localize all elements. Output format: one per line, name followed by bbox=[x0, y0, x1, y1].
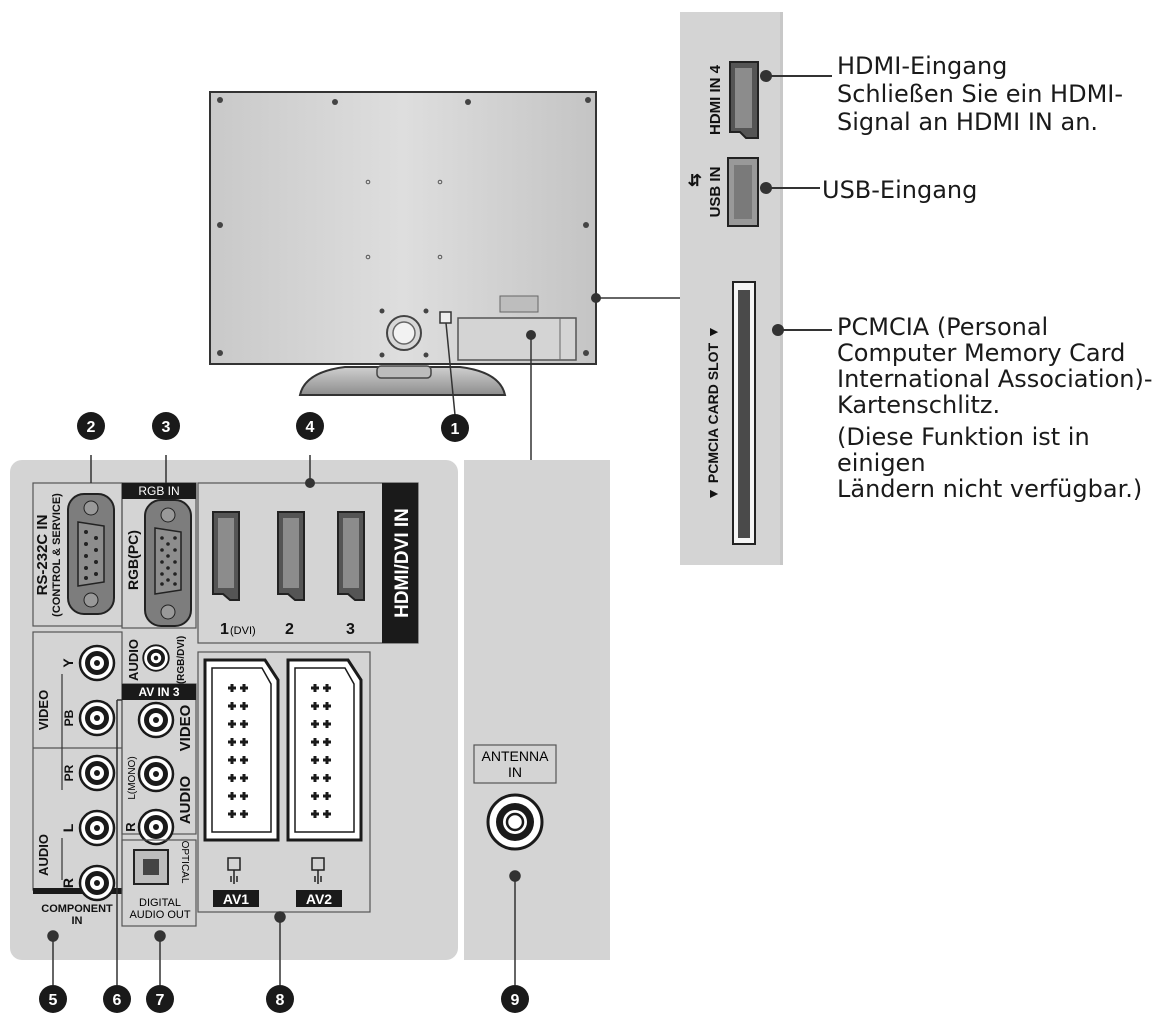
audio-label: AUDIO bbox=[36, 834, 51, 876]
usb-callout-title: USB-Eingang bbox=[822, 176, 978, 204]
badge-3: 3 bbox=[152, 412, 180, 440]
pcmcia-callout: PCMCIA (Personal Computer Memory Card In… bbox=[837, 314, 1162, 502]
pb-label: PB bbox=[62, 709, 76, 726]
av2-label: AV2 bbox=[306, 891, 332, 907]
badge-9: 9 bbox=[501, 985, 529, 1013]
component-pr-jack bbox=[78, 754, 116, 792]
rear-panel: RS-232C IN (CONTROL & SERVICE) RGB IN RG… bbox=[10, 455, 610, 960]
pcmcia-callout-line-2: Computer Memory Card bbox=[837, 339, 1126, 367]
av3-audio-l-jack bbox=[137, 755, 175, 793]
usb-in-label: USB IN bbox=[707, 167, 724, 218]
hdmi-in-4-label: HDMI IN 4 bbox=[707, 64, 724, 135]
component-pb-jack bbox=[78, 699, 116, 737]
hdmi-2-label: 2 bbox=[285, 621, 294, 638]
scart-av2-port bbox=[286, 658, 363, 842]
badge-1: 1 bbox=[441, 414, 469, 442]
av-in-3-label: AV IN 3 bbox=[138, 685, 179, 699]
av1-label: AV1 bbox=[223, 891, 249, 907]
svg-text:7: 7 bbox=[156, 992, 165, 1009]
hdmi-dvi-in-group bbox=[197, 482, 419, 644]
number-badges: 1 2 3 4 5 6 7 8 9 bbox=[39, 412, 529, 1013]
optical-label: OPTICAL bbox=[179, 841, 190, 884]
side-panel: ⇆ HDMI IN 4 USB IN ▼ PCMCIA CARD SLOT ▼ bbox=[680, 12, 832, 565]
rs232c-port bbox=[32, 482, 123, 627]
pcmcia-callout-line-4: Kartenschlitz. bbox=[837, 391, 1001, 419]
hdmi-dvi-in-label: HDMI/DVI IN bbox=[392, 508, 413, 618]
tv-back-illustration bbox=[209, 91, 680, 460]
usb-callout: USB-Eingang bbox=[822, 176, 977, 204]
av3-r-label: R bbox=[123, 822, 138, 832]
l-label: L bbox=[60, 823, 76, 832]
hdmi-callout: HDMI-Eingang Schließen Sie ein HDMI- Sig… bbox=[837, 52, 1123, 136]
av3-video-label: VIDEO bbox=[177, 704, 194, 751]
pr-label: PR bbox=[62, 764, 76, 781]
usb-icon: ⇆ bbox=[687, 173, 704, 186]
hdmi-2-port bbox=[277, 511, 305, 601]
pcmcia-callout-note-1: (Diese Funktion ist in einigen bbox=[837, 423, 1090, 477]
digital-audio-out-label-1: DIGITAL bbox=[139, 897, 181, 909]
rgb-pc-label: RGB(PC) bbox=[125, 530, 141, 590]
hdmi-4-port bbox=[729, 61, 832, 139]
pcmcia-callout-line-3: International Association)- bbox=[837, 365, 1153, 393]
svg-text:6: 6 bbox=[113, 992, 122, 1009]
component-audio-r-jack bbox=[78, 864, 116, 902]
rgb-in-port bbox=[121, 482, 197, 629]
r-label: R bbox=[60, 878, 76, 888]
component-in-label-2: IN bbox=[72, 915, 83, 927]
badge-2: 2 bbox=[77, 412, 105, 440]
svg-text:4: 4 bbox=[306, 419, 315, 436]
digital-audio-out-label-2: AUDIO OUT bbox=[129, 909, 190, 921]
component-audio-l-jack bbox=[78, 809, 116, 847]
svg-text:8: 8 bbox=[276, 992, 285, 1009]
hdmi-3-label: 3 bbox=[346, 621, 355, 638]
component-in-label-1: COMPONENT bbox=[41, 903, 113, 915]
y-label: Y bbox=[60, 658, 76, 668]
av3-audio-label: AUDIO bbox=[177, 776, 194, 825]
hdmi-callout-desc-1: Schließen Sie ein HDMI- bbox=[837, 80, 1124, 108]
badge-4: 4 bbox=[296, 412, 324, 440]
pcmcia-callout-line-1: PCMCIA (Personal bbox=[837, 313, 1049, 341]
svg-text:2: 2 bbox=[87, 419, 96, 436]
hdmi-1-sublabel: (DVI) bbox=[230, 625, 256, 637]
scart-av1-port bbox=[203, 658, 280, 842]
usb-port: ⇆ bbox=[687, 157, 820, 227]
av3-video-jack bbox=[137, 701, 175, 739]
rs232c-sublabel: (CONTROL & SERVICE) bbox=[51, 493, 63, 617]
badge-5: 5 bbox=[39, 985, 67, 1013]
badge-8: 8 bbox=[266, 985, 294, 1013]
video-label: VIDEO bbox=[36, 690, 51, 730]
pcmcia-slot bbox=[732, 281, 832, 545]
hdmi-callout-desc-2: Signal an HDMI IN an. bbox=[837, 108, 1099, 136]
hdmi-callout-title: HDMI-Eingang bbox=[837, 52, 1008, 80]
hdmi-1-label: 1 bbox=[220, 621, 229, 638]
antenna-jack bbox=[486, 793, 544, 851]
svg-text:3: 3 bbox=[162, 419, 171, 436]
audio-rgb-label: AUDIO bbox=[126, 639, 141, 681]
av3-audio-r-jack bbox=[137, 808, 175, 846]
rgb-in-label: RGB IN bbox=[138, 484, 179, 498]
hdmi-3-port bbox=[337, 511, 365, 601]
rs232c-label: RS-232C IN bbox=[34, 515, 51, 596]
svg-text:1: 1 bbox=[451, 421, 460, 438]
badge-7: 7 bbox=[146, 985, 174, 1013]
audio-rgb-sublabel: (RGB/DVI) bbox=[176, 636, 187, 684]
svg-text:9: 9 bbox=[511, 992, 520, 1009]
component-y-jack bbox=[78, 644, 116, 682]
antenna-label-1: ANTENNA bbox=[482, 748, 550, 764]
audio-rgb-dvi-jack bbox=[142, 644, 170, 672]
pcmcia-callout-note-2: Ländern nicht verfügbar.) bbox=[837, 475, 1143, 503]
l-mono-label: L(MONO) bbox=[127, 756, 138, 799]
svg-text:5: 5 bbox=[49, 992, 58, 1009]
pcmcia-slot-label: ▼ PCMCIA CARD SLOT ▼ bbox=[705, 325, 721, 501]
hdmi-1-port bbox=[212, 511, 240, 601]
antenna-label-2: IN bbox=[508, 764, 522, 780]
badge-6: 6 bbox=[103, 985, 131, 1013]
